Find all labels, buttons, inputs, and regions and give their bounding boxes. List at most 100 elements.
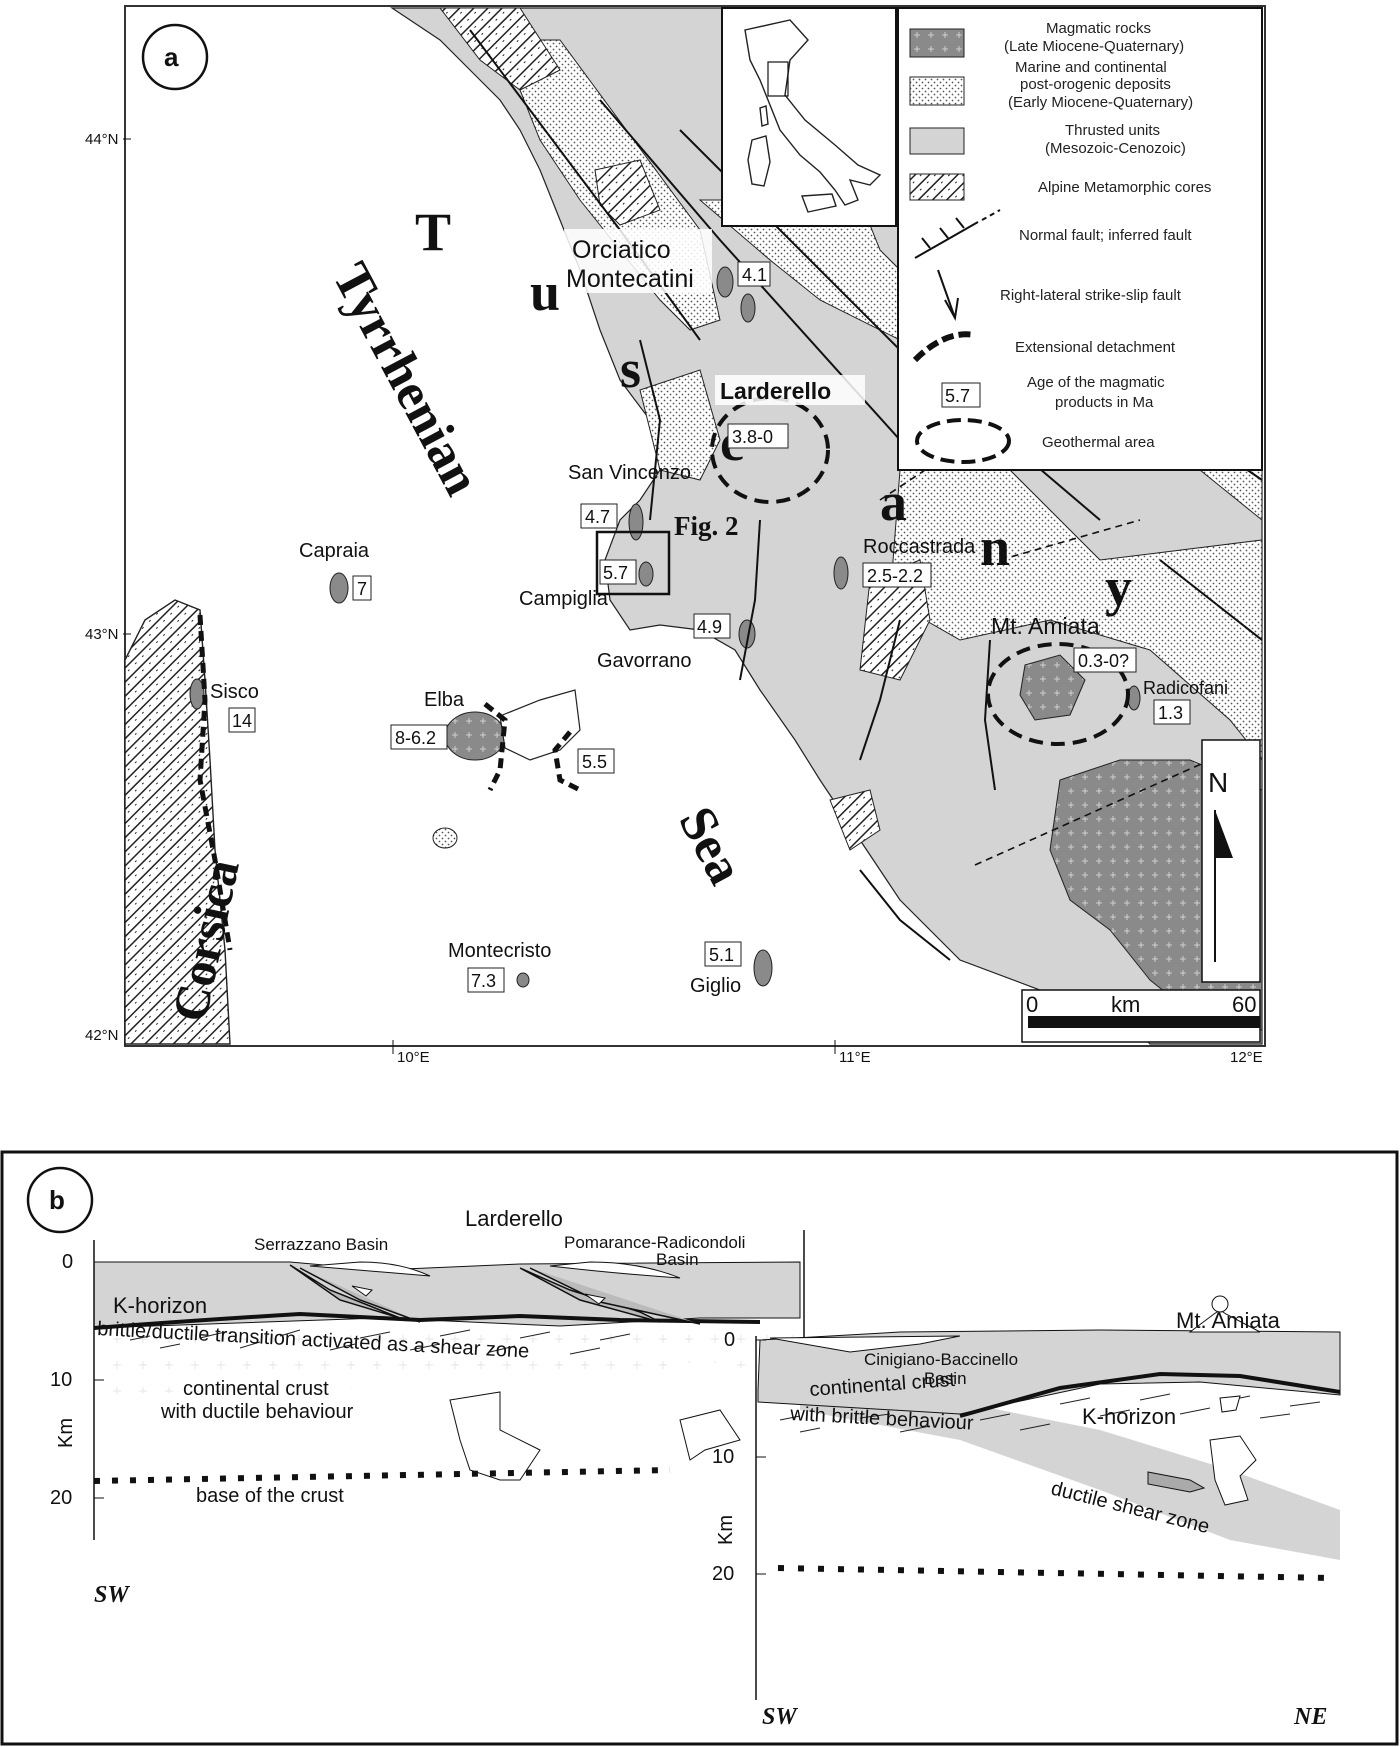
place-elba: Elba: [424, 689, 465, 711]
panel-a: Fig. 2 Tyrrhenian Sea Corsica T u s c a …: [85, 5, 1266, 1066]
panel-b: b: [0, 1150, 1399, 1746]
age-value: 4.9: [697, 617, 722, 637]
place-san-vincenzo: San Vincenzo: [568, 462, 691, 484]
age-value: 4.1: [742, 265, 767, 285]
islet-pianosa: [432, 827, 458, 849]
depth-axis-right: 0 10 20 Km: [712, 1329, 766, 1700]
lat-tick: 43°N: [85, 626, 119, 643]
legend-symbol-detachment: [912, 331, 976, 363]
legend: Magmatic rocks (Late Miocene-Quaternary)…: [897, 7, 1263, 471]
lon-tick-labels: 10°E 11°E 12°E: [392, 1040, 1263, 1066]
legend-symbol-normal-fault: [914, 209, 1001, 259]
sicily-outline: [801, 193, 837, 213]
legend-text: Marine and continental: [1015, 59, 1167, 76]
age-value: 7: [357, 579, 367, 599]
legend-swatch-metamorphic: [909, 173, 965, 201]
lat-tick: 44°N: [85, 131, 119, 148]
age-box: 7.3: [467, 967, 505, 993]
age-box: 14: [228, 707, 256, 733]
magmatic-sisco: [189, 678, 205, 710]
depth-tick: 20: [712, 1563, 734, 1585]
depth-tick: 20: [50, 1487, 72, 1509]
magmatic-capraia: [329, 572, 349, 604]
depth-tick: 0: [724, 1329, 735, 1351]
north-label: N: [1208, 767, 1228, 798]
inset-study-area: [767, 61, 789, 97]
tuscany-letter: u: [530, 262, 560, 322]
place-larderello: Larderello: [720, 378, 831, 404]
age-value: 5.7: [603, 563, 628, 583]
lat-tick: 42°N: [85, 1027, 119, 1044]
place-capraia: Capraia: [299, 540, 370, 562]
age-value: 5.1: [709, 945, 734, 965]
section-amiata: 0 10 20 Km Mt. Amiata Cinigiano-Baccinel…: [712, 1295, 1341, 1730]
k-horizon-label-right: K-horizon: [1082, 1404, 1176, 1429]
place-roccastrada: Roccastrada: [863, 536, 976, 558]
shear-slices-left: [289, 1264, 701, 1325]
legend-text: Normal fault; inferred fault: [1019, 227, 1192, 244]
magmatic-elba: [444, 711, 506, 761]
basin-label-pomarance: Pomarance-Radicondoli: [564, 1233, 745, 1252]
brittle-crust-layer: [757, 1329, 1341, 1415]
age-box: 5.1: [704, 941, 742, 967]
legend-text: Age of the magmatic: [1027, 374, 1165, 391]
legend-symbol-strike-slip: [937, 269, 959, 322]
tuscany-letter: n: [980, 517, 1010, 577]
shear-arrow-right: [584, 1293, 607, 1305]
place-giglio: Giglio: [690, 975, 741, 997]
magmatic-montecristo: [516, 972, 530, 988]
age-value: 0.3-0?: [1078, 651, 1129, 671]
badge-b-label: b: [49, 1185, 65, 1215]
north-arrow: N: [1201, 739, 1261, 983]
legend-text: (Mesozoic-Cenozoic): [1045, 140, 1186, 157]
age-value: 2.5-2.2: [867, 566, 923, 586]
volcano-plume: [1211, 1295, 1229, 1313]
age-value: 7.3: [471, 971, 496, 991]
magmatic-san-vincenzo: [628, 503, 644, 541]
magmatic-roccastrada: [833, 556, 849, 590]
intrusion-right-small: [679, 1409, 741, 1461]
legend-text: Right-lateral strike-slip fault: [1000, 287, 1182, 304]
age-box: 5.7: [599, 559, 637, 585]
fig2-label: Fig. 2: [674, 511, 739, 541]
legend-text: Thrusted units: [1065, 122, 1160, 139]
badge-a: [141, 23, 209, 91]
place-sisco: Sisco: [210, 681, 259, 703]
basin-label-serrazzano: Serrazzano Basin: [254, 1235, 388, 1254]
legend-age-sample: 5.7: [945, 386, 970, 406]
badge-b: [26, 1166, 94, 1234]
magmatic-montecatini: [716, 266, 734, 298]
place-campiglia: Campiglia: [519, 588, 609, 610]
corsica-outline: [759, 105, 769, 127]
age-box: 2.5-2.2: [862, 562, 932, 588]
legend-text: (Early Miocene-Quaternary): [1008, 94, 1193, 111]
age-value: 4.7: [585, 507, 610, 527]
age-box: 4.7: [580, 503, 618, 529]
basin-cinigiano: [769, 1335, 961, 1353]
postorogenic-belt-3: [889, 459, 1263, 762]
depth-tick: 10: [712, 1446, 734, 1468]
section-title-amiata: Mt. Amiata: [1176, 1308, 1281, 1333]
age-box: 5.5: [577, 748, 615, 774]
metamorphic-core-north: [438, 7, 561, 91]
scale-end: 60: [1232, 992, 1256, 1017]
legend-symbol-geothermal: [915, 418, 1011, 464]
k-horizon-label-left: K-horizon: [113, 1293, 207, 1318]
scale-unit: km: [1111, 992, 1140, 1017]
scale-start: 0: [1026, 992, 1038, 1017]
legend-swatch-magmatic: [909, 28, 965, 58]
magmatic-giglio: [753, 949, 773, 987]
depth-tick: 10: [50, 1369, 72, 1391]
legend-swatch-postorogenic: [909, 76, 965, 106]
badge-a-label: a: [164, 42, 179, 72]
metamorphic-core-montecatini: [594, 159, 661, 226]
age-box: 8-6.2: [390, 724, 448, 750]
depth-axis-left: 0 10 20 Km: [50, 1240, 104, 1540]
section-larderello: 0 10 20 Km Larderello Serrazzano Basin P…: [50, 1206, 805, 1608]
magmatic-orciatico: [740, 293, 756, 323]
transition-zone-ticks: [129, 1329, 631, 1355]
detachments: [197, 614, 582, 951]
crust-label-left: continental crust: [183, 1378, 329, 1400]
metamorphic-core-coast: [829, 789, 881, 851]
